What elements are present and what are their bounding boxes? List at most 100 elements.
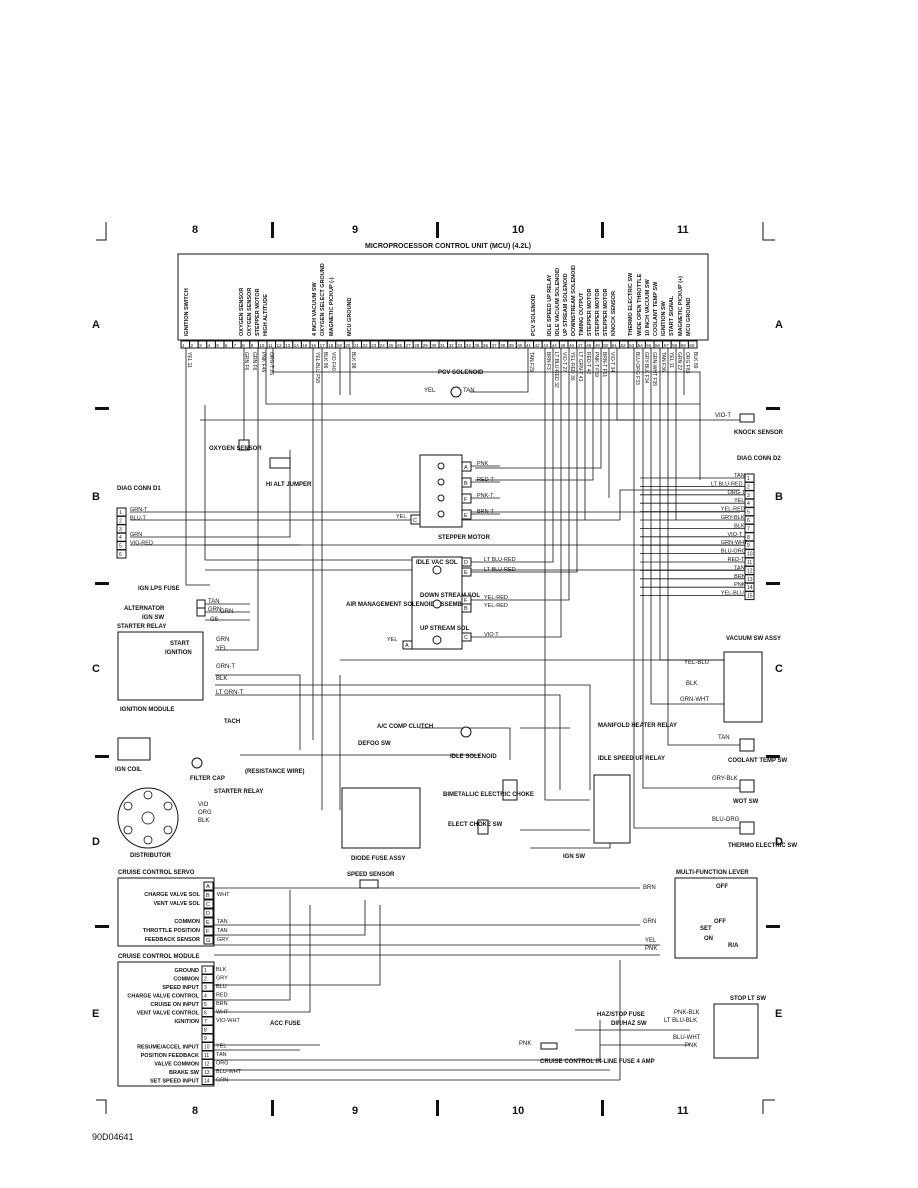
- module-pin-number: 12: [204, 1062, 210, 1068]
- diag-d2-pin-number: 5: [747, 510, 750, 516]
- diag-d2-wire-label: TAN: [734, 473, 745, 479]
- diag-d1-pin-number: 2: [119, 518, 122, 524]
- stepper-pin-letter: B: [464, 481, 468, 487]
- diag-d2-wire-label: YEL: [734, 498, 744, 504]
- air-pin-letter: F: [464, 598, 468, 604]
- mfl-wire-yel: YEL: [645, 938, 657, 944]
- servo-pin: [203, 899, 214, 909]
- module-pin-number: 5: [204, 1002, 207, 1008]
- alt-wire-grn: GRN: [208, 607, 221, 613]
- vac-wire-grn-wht: GRN-WHT: [680, 697, 709, 703]
- idle-speed-up-relay-box: [593, 774, 631, 844]
- up-stream-sol-label: UP STREAM SOL: [420, 626, 470, 632]
- pcv-solenoid-label: PCV SOLENOID: [438, 370, 484, 376]
- diag-d2-pin-number: 14: [747, 585, 753, 591]
- servo-pin: [203, 935, 214, 945]
- vac-wire-yel-blu: YEL-BLU: [684, 660, 709, 666]
- pcv-solenoid-symbol: [450, 386, 462, 398]
- mcu-function-label: IGNITION SW: [661, 300, 667, 336]
- stepper-pin-letter: E: [464, 513, 468, 519]
- mcu-pin-number: 44: [552, 343, 558, 348]
- mfl-wire-pnk: PNK: [645, 946, 657, 952]
- mfl-wire-grn: GRN: [643, 919, 656, 925]
- coolant-temp-sw-symbol: [739, 738, 755, 752]
- diag-d2-pin-number: 13: [747, 577, 753, 583]
- stepper-pin-letter: F: [464, 497, 468, 503]
- servo-pin-letter: C: [206, 902, 210, 908]
- row-label-a-right: A: [775, 319, 783, 331]
- row-label-e-right: E: [775, 1008, 782, 1020]
- mcu-pin-number: 45: [560, 343, 566, 348]
- stepper-wire-label: BRN-T: [477, 509, 494, 515]
- corner-mark-bl: [96, 1099, 107, 1114]
- diag-d2-wire-label: RED-T: [728, 557, 745, 563]
- ignition-module-label: IGNITION MODULE: [120, 707, 174, 713]
- mcu-pin-number: 17: [320, 343, 326, 348]
- mcu-pin-number: 14: [294, 343, 300, 348]
- coolant-wire-tan: TAN: [718, 735, 730, 741]
- mcu-wire-label: TAN F36: [660, 352, 666, 372]
- bimetallic-choke-label: BIMETALLIC ELECTRIC CHOKE: [443, 792, 534, 798]
- down-stream-sol-label: DOWN STREAM SOL: [420, 593, 480, 599]
- mcu-function-label: STEPPER MOTOR: [595, 288, 601, 336]
- diag-d2-wire-label: YEL-BLU: [721, 591, 744, 597]
- module-wire-label: GRN: [216, 1078, 228, 1084]
- wot-wire-gry-blk: GRY-BLK: [712, 776, 738, 782]
- hi-alt-jumper-label: HI ALT JUMPER: [266, 482, 312, 488]
- multi-function-lever-label: MULTI-FUNCTION LEVER: [676, 870, 749, 876]
- mfl-wire-brn: BRN: [643, 885, 656, 891]
- air-pin: [461, 557, 472, 567]
- stepper-pin: [410, 514, 421, 525]
- mcu-pin-number: 39: [509, 343, 515, 348]
- mcu-pin-number: 21: [354, 343, 360, 348]
- bimetallic-choke-symbol: [502, 779, 518, 801]
- mcu-wire-label: GRY-BLK F34: [643, 352, 649, 384]
- mcu-wire-label: BRN F3: [545, 352, 551, 370]
- module-function: RESUME/ACCEL INPUT: [137, 1045, 200, 1051]
- mcu-pin-number: 53: [629, 343, 635, 348]
- module-pin-number: 7: [204, 1019, 207, 1025]
- mcu-function-label: 10 INCH VACUUM SW: [645, 278, 651, 336]
- mcu-pin-number: 41: [526, 343, 532, 348]
- diag-d2-pin-number: 12: [747, 568, 753, 574]
- diag-d2-wire-label: YEL-RED: [721, 507, 745, 513]
- module-function: CRUISE ON INPUT: [150, 1002, 199, 1008]
- mcu-function-label: IDLE VACUUM SOLENOID: [555, 268, 561, 336]
- module-wire-label: VIO-WHT: [216, 1018, 240, 1024]
- pcv-wire-tan: TAN: [463, 388, 475, 394]
- mod-wire-lt-grn-t: LT GRN-T: [216, 690, 243, 696]
- mcu-pin-number: 23: [371, 343, 377, 348]
- mcu-pin-number: 29: [423, 343, 429, 348]
- mcu-pin-number: 18: [328, 343, 334, 348]
- module-pin: [201, 1076, 214, 1085]
- mcu-function-label: STEPPER MOTOR: [587, 288, 593, 336]
- col-label-10a: 10: [512, 224, 524, 236]
- mcu-pin-number: 25: [388, 343, 394, 348]
- mcu-function-label: WIDE OPEN THROTTLE: [637, 273, 643, 336]
- stepper-wire-label: PNK: [477, 461, 489, 467]
- mcu-pin-number: 16: [311, 343, 317, 348]
- coolant-temp-sw-label: COOLANT TEMP SW: [728, 758, 788, 764]
- dist-wire-blk: BLK: [198, 818, 209, 824]
- diag-d2-pin-number: 7: [747, 526, 750, 532]
- mcu-wire-label: GRN F6: [251, 352, 257, 371]
- diag-d2-pin-number: 8: [747, 535, 750, 541]
- ign-lps-fuse-label: IGN LPS FUSE: [138, 586, 180, 592]
- wot-sw-label: WOT SW: [733, 799, 759, 805]
- col-label-8b: 8: [192, 1105, 198, 1117]
- stepper-pin-letter: C: [413, 518, 417, 524]
- module-wire-label: YEL: [216, 1044, 226, 1050]
- ign-coil-label: IGN COIL: [115, 767, 142, 773]
- air-pin-letter: A: [405, 643, 409, 649]
- mcu-pin: [687, 340, 698, 349]
- mcu-pin-number: 11: [268, 343, 273, 348]
- diag-d1-pin-number: 5: [119, 544, 122, 550]
- mcu-wire-label: PNK F46: [260, 352, 266, 373]
- servo-wire-label: TAN: [217, 928, 228, 934]
- module-function: SPEED INPUT: [162, 985, 199, 991]
- solenoid-coil: [432, 635, 442, 645]
- resistance-wire-label: (RESISTANCE WIRE): [245, 769, 305, 775]
